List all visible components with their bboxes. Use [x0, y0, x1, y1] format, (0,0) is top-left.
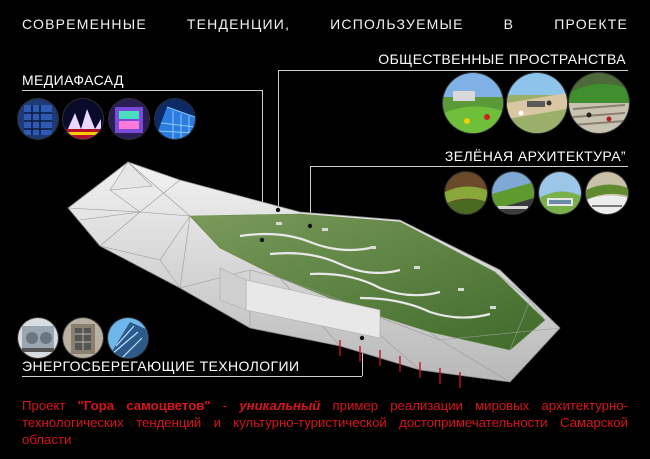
leader-line-energy-v — [362, 338, 363, 376]
desc-part1: Проект — [22, 398, 78, 413]
building-render — [67, 161, 561, 388]
energy-saving-photo-1 — [18, 318, 58, 358]
public-space-photo-3 — [569, 73, 629, 133]
slide-title: СОВРЕМЕННЫЕ ТЕНДЕНЦИИ, ИСПОЛЬЗУЕМЫЕ В ПР… — [22, 16, 628, 32]
leader-line-mediafacade-h — [22, 90, 262, 91]
green-architecture-photo-2 — [492, 172, 534, 214]
mediafacade-photo-2 — [63, 99, 103, 139]
leader-line-green-h — [310, 166, 628, 167]
energy-saving-photo-3 — [108, 318, 148, 358]
green-architecture-photo-3 — [539, 172, 581, 214]
public-space-photo-2 — [507, 73, 567, 133]
project-name: "Гора самоцветов" — [77, 398, 211, 413]
mediafacade-photo-3 — [109, 99, 149, 139]
mediafacade-photo-4 — [155, 99, 195, 139]
green-architecture-photo-4 — [586, 172, 628, 214]
leader-line-public-v — [278, 70, 279, 210]
label-energy-saving: ЭНЕРГОСБЕРЕГАЮЩИЕ ТЕХНОЛОГИИ — [22, 358, 300, 374]
leader-line-energy-h — [22, 376, 362, 377]
label-mediafacade: МЕДИАФАСАД — [22, 72, 124, 88]
desc-part3: пример реализации мировых архитектурно-т… — [22, 398, 628, 447]
leader-line-mediafacade-v — [262, 90, 263, 238]
leader-line-green-v — [310, 166, 311, 226]
energy-saving-photo-2 — [63, 318, 103, 358]
mediafacade-photo-1 — [18, 99, 58, 139]
public-space-photo-1 — [443, 73, 503, 133]
desc-emphasis: уникальный — [239, 398, 321, 413]
desc-part2: - — [210, 398, 240, 413]
project-description: Проект "Гора самоцветов" - уникальный пр… — [22, 397, 628, 448]
label-green-architecture: ЗЕЛЁНАЯ АРХИТЕКТУРА” — [444, 148, 626, 164]
green-architecture-photo-1 — [445, 172, 487, 214]
label-public-spaces: ОБЩЕСТВЕННЫЕ ПРОСТРАНСТВА — [378, 51, 626, 67]
leader-line-public-h — [278, 70, 628, 71]
